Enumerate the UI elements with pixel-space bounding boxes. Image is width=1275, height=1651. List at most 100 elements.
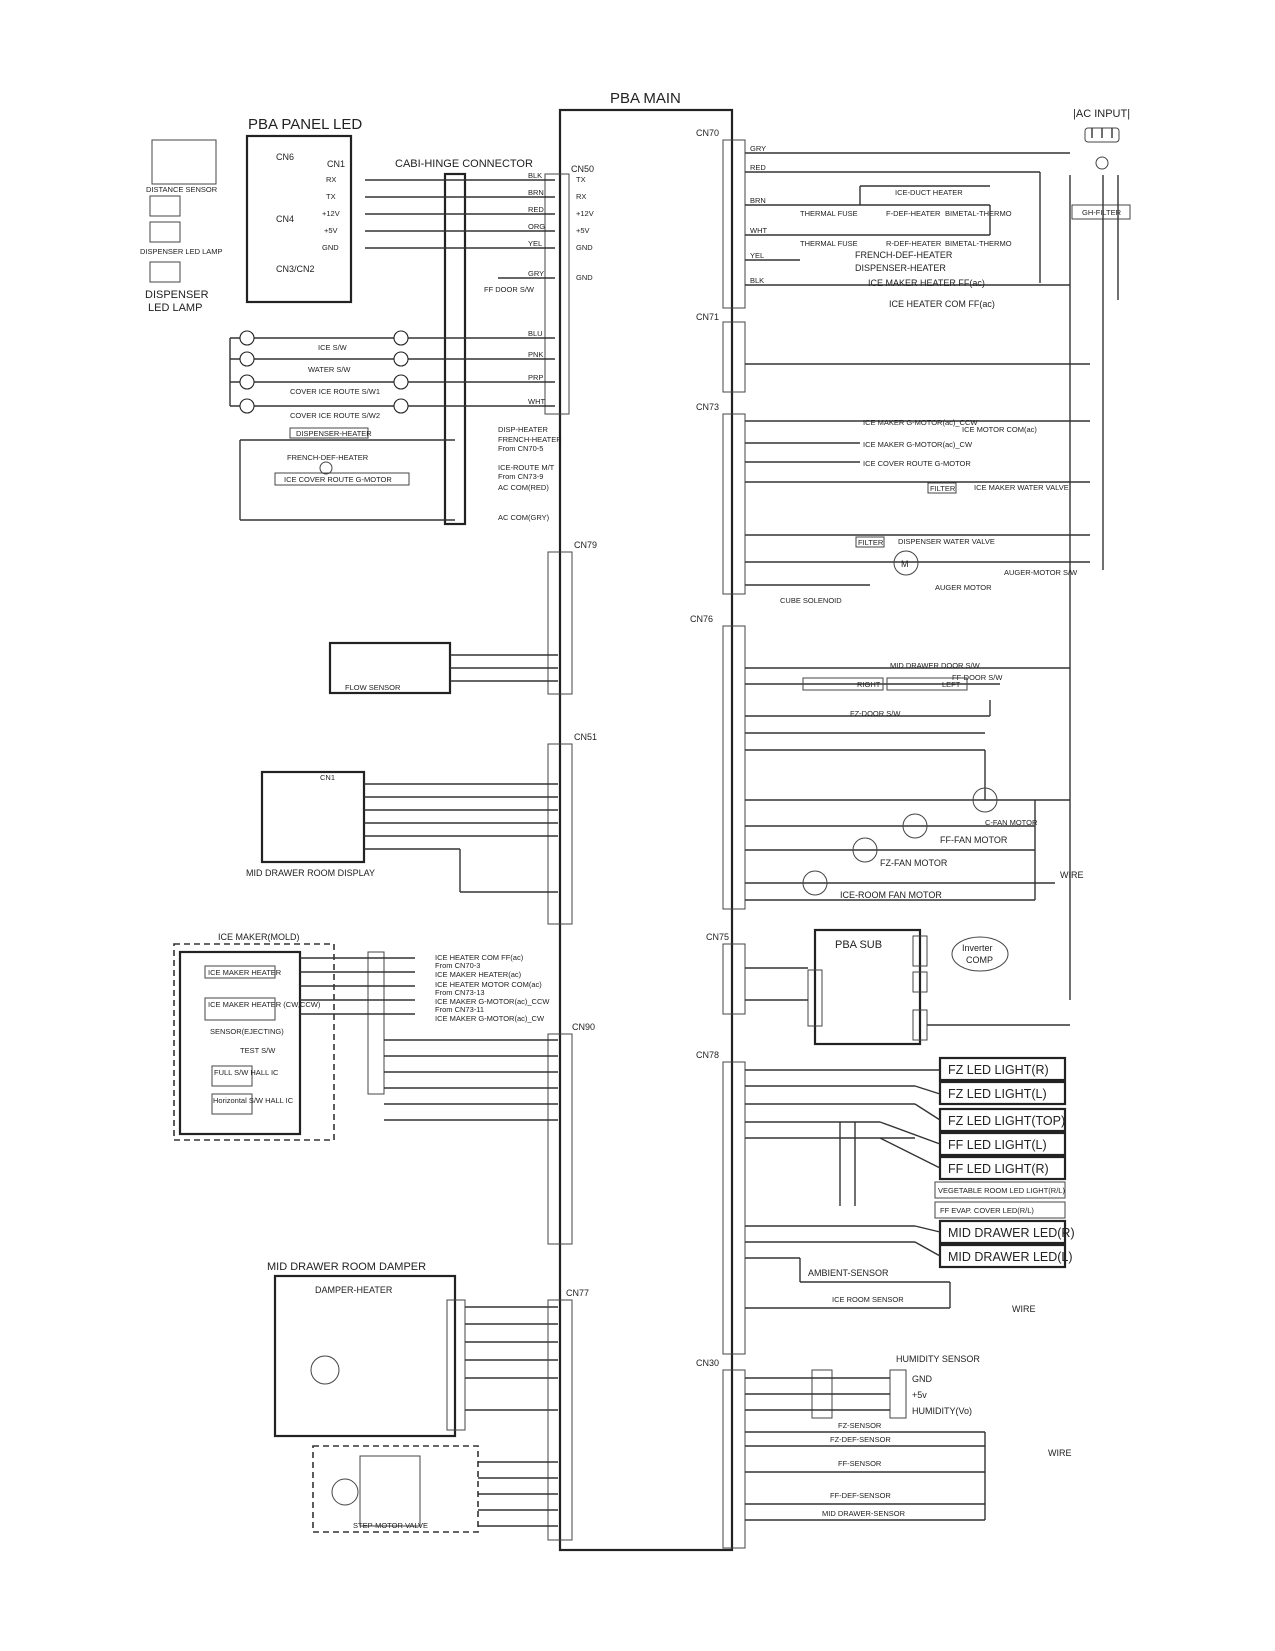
ice-duct-heater: ICE-DUCT HEATER xyxy=(895,188,963,197)
cn4-label: CN4 xyxy=(276,214,294,224)
cn50-wire-yel: YEL xyxy=(528,239,542,248)
sensor-wire-1: WIRE xyxy=(1012,1304,1036,1314)
dispenser-water-valve: DISPENSER WATER VALVE xyxy=(898,537,995,546)
cn76-block: CN76 MID DRAWER DOOR S/W RIGHT LEFT FF-D… xyxy=(690,614,1084,910)
cabi-title: CABI-HINGE CONNECTOR xyxy=(395,158,533,170)
cn50-wire-brn: BRN xyxy=(528,188,544,197)
from-cn70-3: From CN70-3 xyxy=(435,961,480,970)
comp-label: COMP xyxy=(966,955,993,965)
ff-fan-motor: FF-FAN MOTOR xyxy=(940,835,1008,845)
pba-main-board: PBA MAIN xyxy=(558,90,734,1552)
cn70-wire-wht: WHT xyxy=(750,226,767,235)
fz-door-sw: FZ-DOOR S/W xyxy=(850,709,901,718)
french-def-heater-left: FRENCH-DEF-HEATER xyxy=(287,453,369,462)
cn51-label: CN51 xyxy=(574,732,597,742)
cn79-label: CN79 xyxy=(574,540,597,550)
fz-led-right: FZ LED LIGHT(R) xyxy=(948,1063,1049,1077)
ff-led-right: FF LED LIGHT(R) xyxy=(948,1162,1049,1176)
g-motor-ccw: ICE MAKER G-MOTOR(ac)_CCW xyxy=(863,418,978,427)
cn75-label: CN75 xyxy=(706,932,729,942)
svg-text:M: M xyxy=(901,559,909,569)
cn70-block: CN70 GRY RED BRN WHT YEL BLK ICE-DUCT HE… xyxy=(696,128,1070,309)
cn50-wire-gry: GRY xyxy=(528,269,544,278)
cn50-wires: BLK BRN RED ORG YEL GRY BLU PNK PRP WHT … xyxy=(365,171,594,407)
ice-room-sensor: ICE ROOM SENSOR xyxy=(832,1295,904,1304)
fz-fan-motor: FZ-FAN MOTOR xyxy=(880,858,948,868)
cn90-label: CN90 xyxy=(572,1022,595,1032)
ice-room-fan-motor: ICE-ROOM FAN MOTOR xyxy=(840,890,942,900)
mid-drawer-led-left: MID DRAWER LED(L) xyxy=(948,1250,1073,1264)
disp-heater-small: DISPENSER-HEATER xyxy=(296,429,372,438)
flow-sensor-label: FLOW SENSOR xyxy=(345,683,401,692)
step-motor-valve: STEP-MOTOR VALVE xyxy=(312,1445,558,1533)
from-cn73-13: From CN73-13 xyxy=(435,988,485,997)
cn50-label: CN50 xyxy=(571,164,594,174)
panel-led-title: PBA PANEL LED xyxy=(248,116,362,133)
dispenser-lamp-label-1: DISPENSER xyxy=(145,289,209,301)
cn50-wire-org: ORG xyxy=(528,222,545,231)
cn71-block: CN71 xyxy=(696,312,1090,393)
panel-pin-12v: +12V xyxy=(322,209,340,218)
ac-com-red-note: AC COM(RED) xyxy=(498,483,549,492)
ice-maker-water-valve: ICE MAKER WATER VALVE xyxy=(974,483,1069,492)
water-sw-label: WATER S/W xyxy=(308,365,351,374)
panel-pin-5v: +5V xyxy=(324,226,338,235)
cn77-label: CN77 xyxy=(566,1288,589,1298)
mid-drawer-led-right: MID DRAWER LED(R) xyxy=(948,1226,1075,1240)
mid-drawer-damper: MID DRAWER ROOM DAMPER DAMPER-HEATER CN7… xyxy=(267,1261,589,1541)
fz-sensor: FZ-SENSOR xyxy=(838,1421,882,1430)
cn50-wire-red: RED xyxy=(528,205,544,214)
french-def-heater: FRENCH-DEF-HEATER xyxy=(855,250,953,260)
ice-cover-route-gmotor: ICE COVER ROUTE G-MOTOR xyxy=(863,459,971,468)
cn71-label: CN71 xyxy=(696,312,719,322)
cn70-wire-yel: YEL xyxy=(750,251,764,260)
panel-pin-gnd: GND xyxy=(322,243,339,252)
g-motor-cw: ICE MAKER G-MOTOR(ac)_CW xyxy=(863,440,973,449)
cn50-pin-tx: TX xyxy=(576,175,586,184)
c-fan-motor: C-FAN MOTOR xyxy=(985,818,1038,827)
dispenser-led-lamp-label: DISPENSER LED LAMP xyxy=(140,247,223,256)
r-def-heater: R-DEF-HEATER xyxy=(886,239,942,248)
horizontal-sw-hall-ic: Horizontal S/W HALL IC xyxy=(213,1096,294,1105)
humidity-5v: +5v xyxy=(912,1390,927,1400)
ice-motor-com: ICE MOTOR COM(ac) xyxy=(962,425,1037,434)
thermal-fuse-1: THERMAL FUSE xyxy=(800,209,858,218)
mid-damper-title: MID DRAWER ROOM DAMPER xyxy=(267,1261,426,1273)
left-switch-block: ICE S/W WATER S/W COVER ICE ROUTE S/W1 C… xyxy=(229,330,562,522)
ac-input-title: |AC INPUT| xyxy=(1073,108,1130,120)
mid-drawer-display: MID DRAWER ROOM DISPLAY xyxy=(246,868,375,878)
filter-2: FILTER xyxy=(858,538,884,547)
auger-motor-sw: AUGER-MOTOR S/W xyxy=(1004,568,1078,577)
cn50-pin-12v: +12V xyxy=(576,209,594,218)
full-sw-hall-ic: FULL S/W HALL IC xyxy=(214,1068,279,1077)
pba-sub-title: PBA SUB xyxy=(835,939,882,951)
fan-wire: WIRE xyxy=(1060,870,1084,880)
cn70-wire-gry: GRY xyxy=(750,144,766,153)
door-right: RIGHT xyxy=(857,680,881,689)
cn50-wire-wht: WHT xyxy=(528,397,545,406)
ff-sensor: FF-SENSOR xyxy=(838,1459,882,1468)
cn50-wire-prp: PRP xyxy=(528,373,543,382)
cn50-wire-blk: BLK xyxy=(528,171,542,180)
ice-maker-mold: ICE MAKER(MOLD) ICE MAKER HEATER ICE MAK… xyxy=(173,932,550,1141)
cn6-label: CN6 xyxy=(276,152,294,162)
cn76-label: CN76 xyxy=(690,614,713,624)
humidity-vo: HUMIDITY(Vo) xyxy=(912,1406,972,1416)
bimetal-thermo-2: BIMETAL-THERMO xyxy=(945,239,1012,248)
cn70-wire-red: RED xyxy=(750,163,766,172)
distance-sensor-label: DISTANCE SENSOR xyxy=(146,185,218,194)
pba-panel-led: PBA PANEL LED DISTANCE SENSOR DISPENSER … xyxy=(140,116,362,314)
disp-heater-note: DISP-HEATER xyxy=(498,425,548,434)
f-def-heater: F-DEF-HEATER xyxy=(886,209,941,218)
dispenser-lamp-label-2: LED LAMP xyxy=(148,302,202,314)
ice-route-mt-note: ICE-ROUTE M/T xyxy=(498,463,555,472)
cn70-label: CN70 xyxy=(696,128,719,138)
cover-sw2-label: COVER ICE ROUTE S/W2 xyxy=(290,411,380,420)
from-cn73-9-note: From CN73-9 xyxy=(498,472,543,481)
step-motor-label: STEP-MOTOR VALVE xyxy=(353,1521,428,1530)
panel-pin-tx: TX xyxy=(326,192,336,201)
ff-door-sw-label: FF DOOR S/W xyxy=(484,285,535,294)
cabi-hinge-connector: CABI-HINGE CONNECTOR CN50 BLK BRN RED OR… xyxy=(229,158,594,526)
dispenser-heater: DISPENSER-HEATER xyxy=(855,263,946,273)
